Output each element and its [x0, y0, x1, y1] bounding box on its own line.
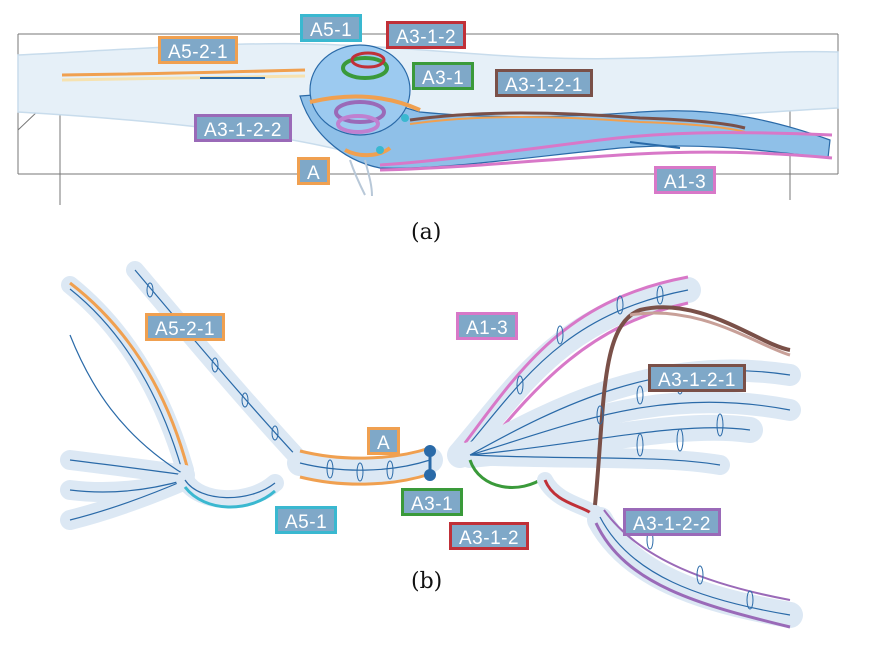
panel-b-graph-view: .band { fill: none; stroke: #dce8f4; str… [0, 255, 892, 648]
ring-a3-1-2-2-lower [336, 114, 380, 134]
outline-a3-1-2-2-top [603, 509, 791, 601]
axis-a3-1-2-2 [599, 516, 791, 616]
axis-a [299, 459, 431, 471]
tube-a1-3-upper [379, 131, 833, 167]
axis-left-bundle [69, 459, 186, 521]
band-a3-1-2 [537, 472, 603, 521]
outline-a1-3-top [463, 275, 689, 444]
tube-a1-3-lower [379, 150, 833, 172]
axis-a5-2-1 [69, 288, 183, 471]
tube-a5-2-1 [61, 68, 306, 77]
label-a3-1-2-2: A3-1-2-2 [194, 114, 292, 142]
band-a5-1 [176, 471, 284, 509]
label-a3-1-2: A3-1-2 [386, 21, 467, 49]
label-b-a5-2-1: A5-2-1 [145, 313, 226, 341]
tube-a5-2-1-inner [61, 74, 306, 82]
axis-right-fan [469, 369, 791, 466]
label-b-a3-1-2-2: A3-1-2-2 [623, 508, 721, 536]
label-a5-2-1: A5-2-1 [158, 36, 239, 64]
label-b-a3-1-2: A3-1-2 [449, 522, 530, 550]
ring-a3-1-2-2-upper [334, 100, 386, 124]
label-a3-1-2-1: A3-1-2-1 [495, 69, 593, 97]
tube-a3-1-2-1-edge [409, 116, 746, 133]
caption-b: (b) [411, 569, 443, 594]
outline-a3-1-2-1-inner [629, 311, 791, 357]
label-b-a3-1: A3-1 [401, 488, 464, 516]
junction-node-top [424, 445, 436, 457]
caption-a: (a) [411, 220, 442, 245]
outline-a3-1 [468, 459, 546, 489]
label-b-a1-3: A1-3 [456, 312, 519, 340]
seed-point-1 [401, 114, 409, 122]
tube-a-orange [309, 94, 421, 112]
label-a1-3: A1-3 [654, 166, 717, 194]
panel-b-drawing: .band { fill: none; stroke: #dce8f4; str… [60, 261, 803, 629]
label-a5-1: A5-1 [300, 14, 363, 42]
tube-a-orange-lower [344, 146, 392, 157]
flow-arrow-a1-3 [629, 141, 681, 149]
outline-a5-2-1 [69, 281, 190, 471]
label-b-a3-1-2-1: A3-1-2-1 [648, 364, 746, 392]
wispy-branch [349, 159, 373, 197]
panel-a-3d-view: A5-2-1 A5-1 A3-1-2 A3-1 A3-1-2-1 A3-1-2-… [0, 0, 892, 210]
label-a3-1: A3-1 [412, 62, 475, 90]
seed-point-2 [376, 146, 384, 154]
label-a: A [297, 157, 331, 185]
outline-a3-1-2-2-bottom [594, 522, 791, 629]
label-b-a5-1: A5-1 [275, 506, 338, 534]
ring-a3-1 [341, 56, 389, 80]
axis-left-curve [69, 334, 186, 476]
axis-a1-3 [459, 289, 689, 456]
band-a5-2-1 [61, 276, 194, 479]
outline-a-bottom [299, 472, 431, 486]
junction-node-bottom [424, 469, 436, 481]
outline-a-top [299, 446, 431, 460]
cross-section-markers [146, 282, 754, 610]
outline-a5-1 [183, 486, 276, 509]
tube-a3-1-2-1 [409, 111, 746, 130]
ring-a3-1-2 [350, 51, 386, 69]
axis-a5-1 [184, 479, 276, 499]
label-b-a: A [367, 427, 401, 455]
